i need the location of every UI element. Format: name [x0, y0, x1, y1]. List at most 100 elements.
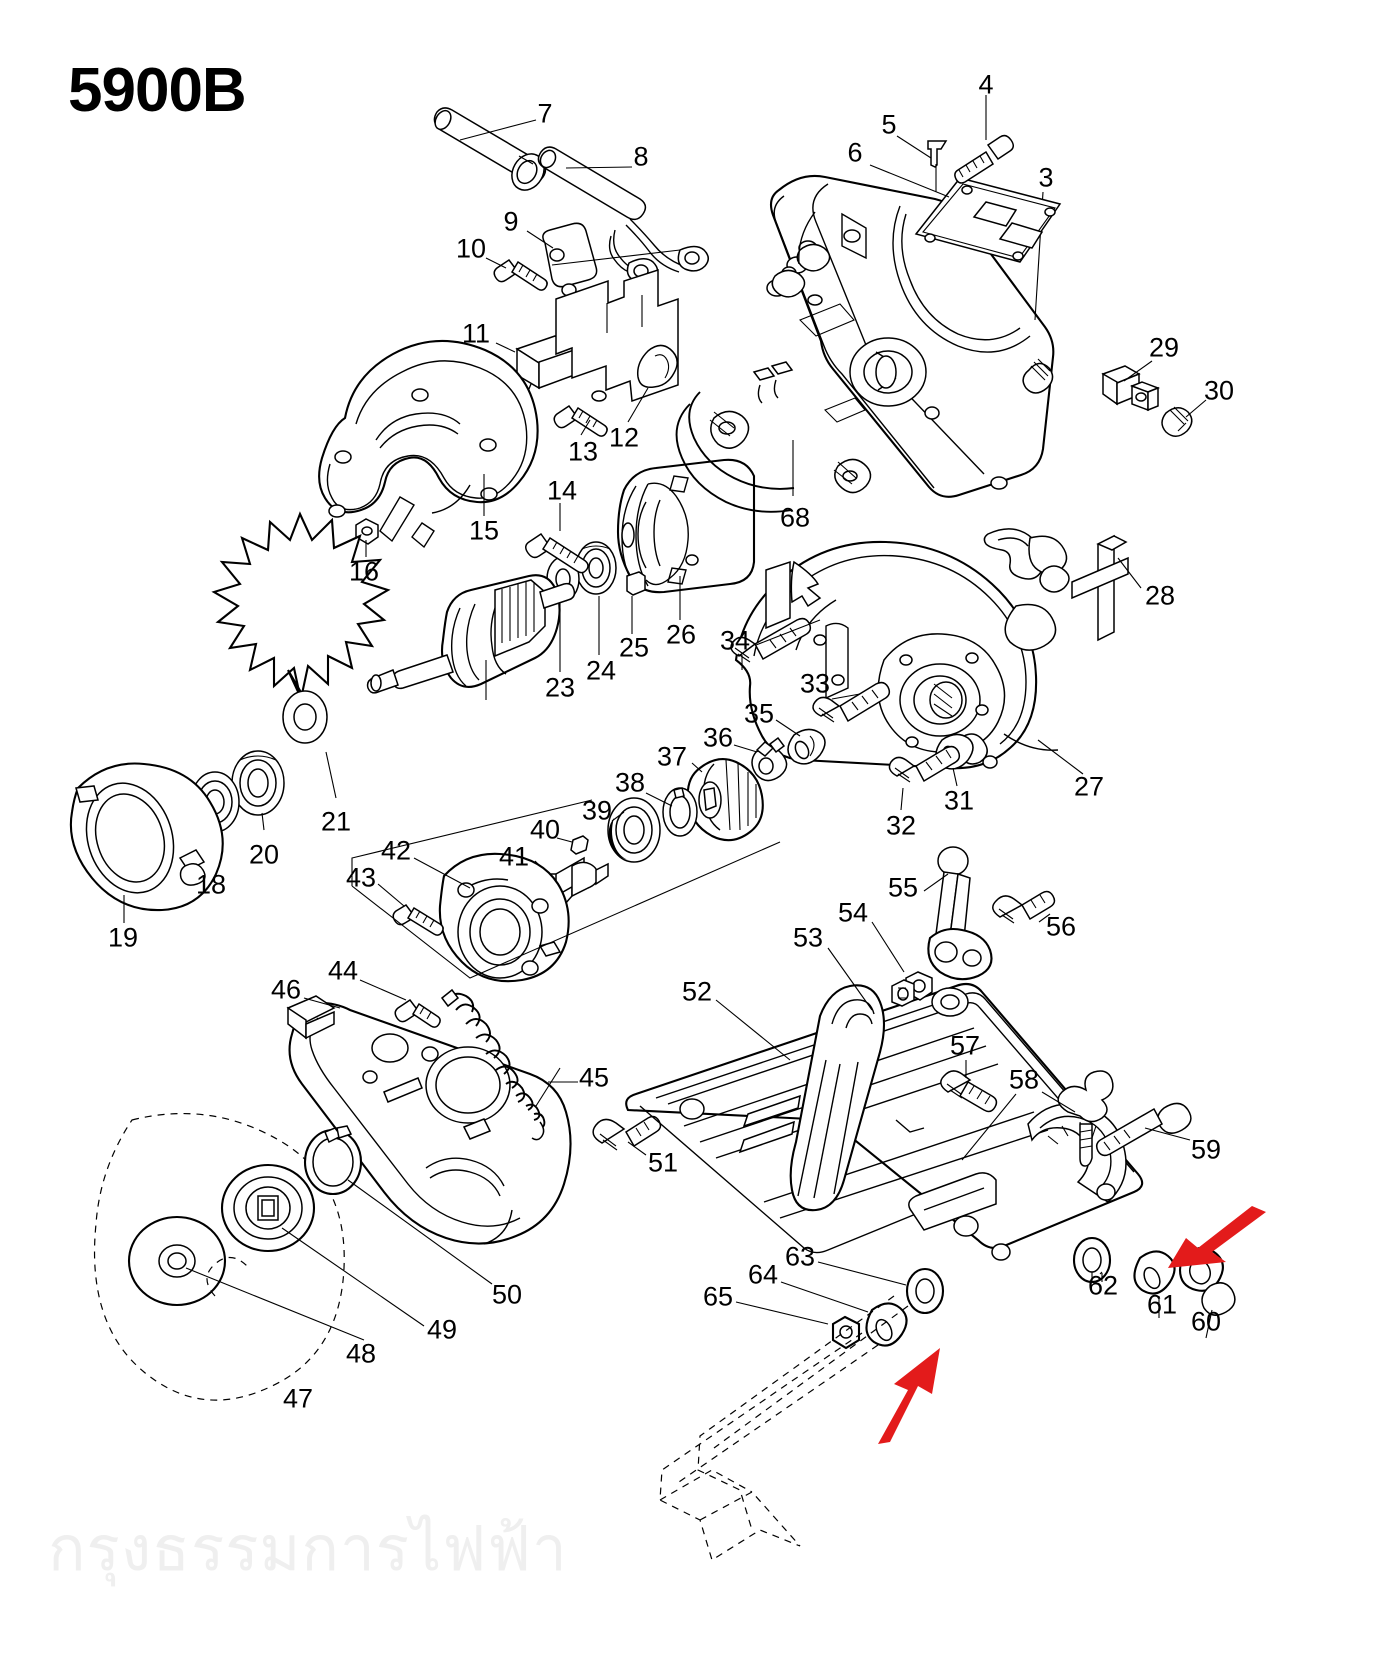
highlight-arrow-64	[878, 1348, 940, 1444]
part-43-screw	[392, 904, 444, 936]
callout-3: 3	[1038, 162, 1054, 193]
callout-46: 46	[270, 974, 302, 1005]
callout-35: 35	[743, 698, 775, 729]
callout-62: 62	[1087, 1270, 1119, 1301]
part-42-gear-housing	[438, 852, 570, 983]
callout-20: 20	[248, 839, 280, 870]
callout-34: 34	[719, 625, 751, 656]
part-5-pin	[927, 140, 948, 168]
callout-54: 54	[837, 897, 869, 928]
part-16-nut	[355, 518, 379, 545]
part-51-hex-bolt	[592, 1115, 662, 1151]
part-4-screw	[954, 134, 1014, 184]
callout-27: 27	[1073, 771, 1105, 802]
callout-47: 47	[282, 1383, 314, 1414]
part-39-ball-bearing	[607, 797, 661, 863]
part-44-screw	[394, 998, 441, 1028]
part-15-handle-cover	[318, 339, 539, 549]
callout-60: 60	[1190, 1306, 1222, 1337]
callout-58: 58	[1008, 1064, 1040, 1095]
part-28-blade-wrench	[983, 528, 1129, 642]
callout-64: 64	[747, 1259, 779, 1290]
part-65-hex-nut	[831, 1315, 861, 1350]
callout-61: 61	[1146, 1289, 1178, 1320]
part-57-screw	[940, 1070, 998, 1113]
callout-26: 26	[665, 619, 697, 650]
callout-48: 48	[345, 1338, 377, 1369]
callout-59: 59	[1190, 1134, 1222, 1165]
part-45-torsion-spring	[440, 988, 546, 1141]
callout-30: 30	[1203, 375, 1235, 406]
part-18-ball-bearing	[188, 771, 240, 833]
part-40-woodruff-key	[570, 835, 589, 855]
part-21-cooling-fan	[211, 511, 391, 744]
part-27-blade-guard	[734, 540, 1059, 770]
part-36-retaining-clip	[751, 736, 788, 782]
callout-65: 65	[702, 1281, 734, 1312]
part-41-spindle	[535, 856, 609, 913]
callout-11: 11	[461, 318, 491, 349]
part-14-hex-bolt	[525, 532, 589, 574]
part-53-depth-guide	[738, 984, 886, 1212]
part-29-terminal	[1101, 365, 1161, 412]
callout-12: 12	[608, 422, 640, 453]
callout-39: 39	[581, 795, 613, 826]
callout-24: 24	[585, 655, 617, 686]
highlight-arrow-to-64	[1167, 1194, 1220, 1238]
part-22-armature	[366, 574, 576, 694]
part-49-inner-flange	[220, 1163, 316, 1253]
part-46-lower-guard	[286, 995, 572, 1245]
part-50-retaining-ring	[303, 1125, 363, 1196]
callout-37: 37	[656, 741, 688, 772]
callout-45: 45	[578, 1062, 610, 1093]
callout-43: 43	[345, 862, 377, 893]
callout-23: 23	[544, 672, 576, 703]
part-55-clamp-lever	[927, 846, 993, 981]
callout-16: 16	[348, 556, 380, 587]
part-12-brush-holder	[555, 268, 679, 403]
part-59-hex-bolt	[1095, 1102, 1192, 1157]
callout-6: 6	[847, 137, 863, 168]
part-32-screw	[888, 745, 961, 783]
watermark-text: กรุงธรรมการไฟฟ้า	[48, 1512, 568, 1585]
part-38-retaining-ring	[662, 787, 698, 837]
part-63-washer	[905, 1267, 945, 1315]
callout-40: 40	[529, 814, 561, 845]
callout-51: 51	[647, 1147, 679, 1178]
part-25-pin	[626, 571, 646, 596]
callout-8: 8	[633, 141, 649, 172]
callout-18: 18	[195, 869, 227, 900]
callout-68: 68	[779, 502, 811, 533]
callout-36: 36	[702, 722, 734, 753]
callout-52: 52	[681, 976, 713, 1007]
part-35-collar	[787, 728, 826, 765]
part-52-base-plate	[625, 982, 1144, 1261]
part-20-ball-bearing	[231, 750, 285, 816]
part-9-cord-clamp	[542, 222, 598, 297]
callout-31: 31	[943, 785, 975, 816]
part-26-field-stator	[616, 458, 756, 594]
callout-28: 28	[1144, 580, 1176, 611]
callout-38: 38	[614, 767, 646, 798]
part-24-ball-bearing	[575, 541, 617, 595]
callout-33: 33	[799, 668, 831, 699]
callout-50: 50	[491, 1279, 523, 1310]
callout-41: 41	[498, 841, 530, 872]
callout-29: 29	[1148, 332, 1180, 363]
part-53b-flat-washer	[931, 987, 969, 1017]
callout-25: 25	[618, 632, 650, 663]
callout-53: 53	[792, 922, 824, 953]
callout-42: 42	[380, 835, 412, 866]
highlight-arrow-to-61	[1168, 1206, 1266, 1268]
callout-5: 5	[881, 109, 897, 140]
callout-10: 10	[455, 233, 487, 264]
part-31-collar	[935, 733, 974, 770]
callout-56: 56	[1045, 911, 1077, 942]
callout-63: 63	[784, 1241, 816, 1272]
part-8-cord-sleeve	[537, 146, 709, 284]
part-60-wing-nut	[1178, 1246, 1236, 1316]
callout-13: 13	[567, 436, 599, 467]
part-30-bushing	[1161, 406, 1193, 437]
